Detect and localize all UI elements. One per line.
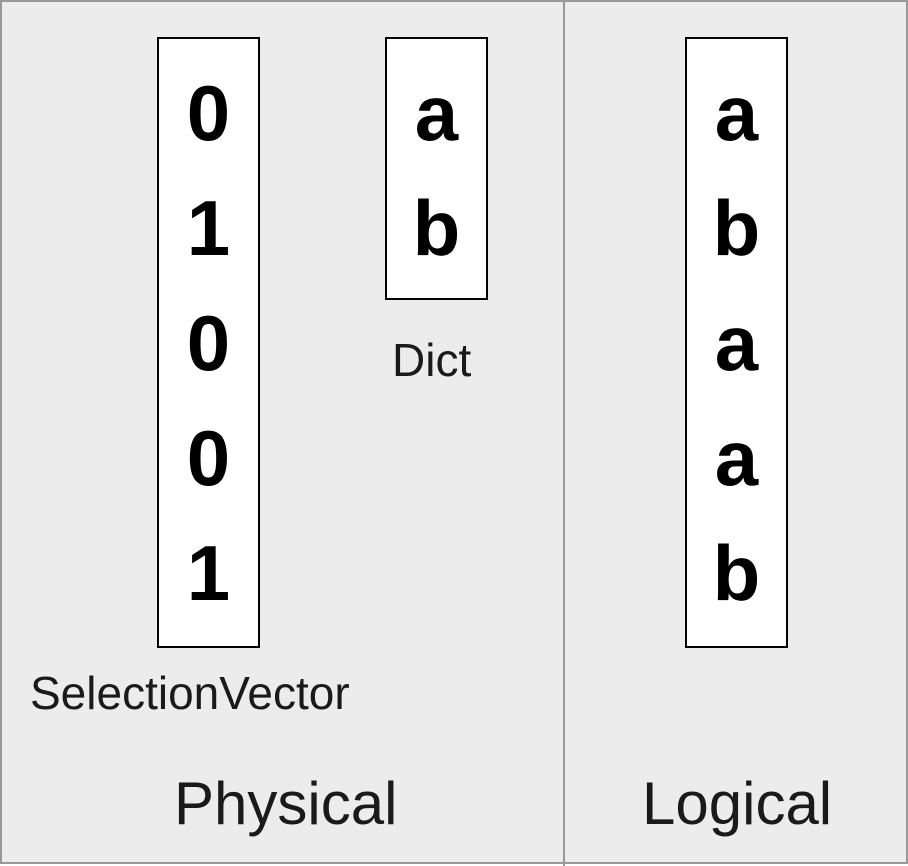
logical-cell: a — [714, 298, 759, 387]
selection-vector-cell: 1 — [186, 528, 231, 617]
dict-cell: a — [414, 68, 459, 157]
logical-cell: a — [714, 413, 759, 502]
physical-title: Physical — [174, 770, 398, 837]
selection-vector-column: 0 1 0 0 1 — [157, 37, 260, 648]
section-divider — [563, 2, 565, 866]
dict-cell: b — [412, 183, 461, 272]
dict-column: a b — [385, 37, 488, 300]
logical-title: Logical — [642, 770, 833, 837]
selection-vector-label: SelectionVector — [30, 667, 350, 719]
selection-vector-cell: 0 — [186, 68, 231, 157]
dict-label: Dict — [392, 334, 472, 386]
logical-column: a b a a b — [685, 37, 788, 648]
selection-vector-cell: 0 — [186, 413, 231, 502]
selection-vector-cell: 1 — [186, 183, 231, 272]
logical-cell: a — [714, 68, 759, 157]
logical-cell: b — [712, 528, 761, 617]
selection-vector-cell: 0 — [186, 298, 231, 387]
logical-cell: b — [712, 183, 761, 272]
